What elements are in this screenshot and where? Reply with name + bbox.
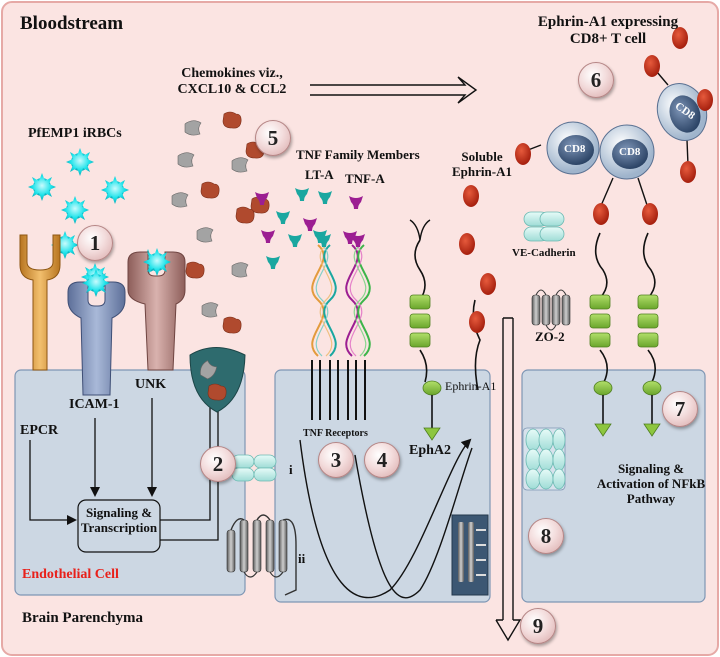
label-lta: LT-A xyxy=(305,167,334,182)
endothelial-cell-right xyxy=(521,369,706,603)
cd8-tcell-left xyxy=(515,121,600,175)
label-tnf-family: TNF Family Members xyxy=(296,147,420,162)
zo2-protein xyxy=(531,289,571,331)
signaling-transcription-box xyxy=(77,499,161,553)
label-zo2: ZO-2 xyxy=(535,329,565,344)
label-roman-i: i xyxy=(289,462,293,477)
step-badge-9: 9 xyxy=(520,608,556,644)
label-ephrin-a1: Ephrin-A1 xyxy=(445,379,497,393)
icam1-receptor xyxy=(67,281,126,396)
step-badge-3: 3 xyxy=(318,442,354,478)
cd8-tcell-right xyxy=(644,55,708,183)
label-unk: UNK xyxy=(135,377,167,392)
label-chemokines: Chemokines viz., CXCL10 & CCL2 xyxy=(177,66,287,98)
signaling-arrows xyxy=(29,385,218,541)
step-badge-4: 4 xyxy=(364,442,400,478)
step-badge-8: 8 xyxy=(528,518,564,554)
permeability-arrow xyxy=(495,317,522,642)
migration-arrow xyxy=(310,76,478,104)
tnf-receptor-stalks xyxy=(311,360,366,420)
label-nfkb: Signaling & Activation of NFkB Pathway xyxy=(596,461,706,506)
cd8-label-center: CD8 xyxy=(619,146,641,158)
ve-cadherin xyxy=(523,211,565,242)
region-brain-parenchyma: Brain Parenchyma xyxy=(22,610,143,626)
epha2-receptor xyxy=(409,219,442,441)
label-epha2: EphA2 xyxy=(409,443,452,458)
label-soluble-ephrin: Soluble Ephrin-A1 xyxy=(452,149,512,179)
cd8-tcell-center xyxy=(593,124,658,225)
step-badge-5: 5 xyxy=(255,120,291,156)
label-signaling-transcription: Signaling & Transcription xyxy=(80,505,158,535)
label-epcr: EPCR xyxy=(20,423,59,438)
tnf-receptor-tnfa xyxy=(345,244,371,357)
step-badge-1: 1 xyxy=(77,225,113,261)
tight-junction-ii xyxy=(226,514,297,596)
ephrin-a1-membrane xyxy=(469,299,485,391)
ve-cadherin-cluster xyxy=(522,427,566,491)
label-pfemp1: PfEMP1 iRBCs xyxy=(28,126,122,141)
cd8-label-left: CD8 xyxy=(564,143,586,155)
step-badge-7: 7 xyxy=(662,391,698,427)
label-tnf-receptors: TNF Receptors xyxy=(303,428,368,439)
ve-cadherin-i xyxy=(231,454,277,482)
step-badge-2: 2 xyxy=(200,446,236,482)
endothelial-cell-left xyxy=(14,369,246,596)
chemokine-vesicle xyxy=(189,347,246,413)
epha2-receptors-right xyxy=(589,232,662,437)
label-roman-ii: ii xyxy=(298,551,306,566)
label-icam1: ICAM-1 xyxy=(69,397,120,412)
label-ve-cadherin: VE-Cadherin xyxy=(512,247,576,259)
label-endothelial-cell: Endothelial Cell xyxy=(22,567,119,582)
epcr-receptor xyxy=(19,234,61,371)
label-tnfa: TNF-A xyxy=(345,171,385,186)
tnf-to-epha2-arrows xyxy=(299,438,473,599)
step-badge-6: 6 xyxy=(578,62,614,98)
zo-junction-cell xyxy=(451,514,489,596)
label-ephrin-tcell: Ephrin-A1 expressing CD8+ T cell xyxy=(537,14,679,48)
region-bloodstream: Bloodstream xyxy=(20,13,124,34)
tnf-receptor-lta xyxy=(311,244,337,357)
